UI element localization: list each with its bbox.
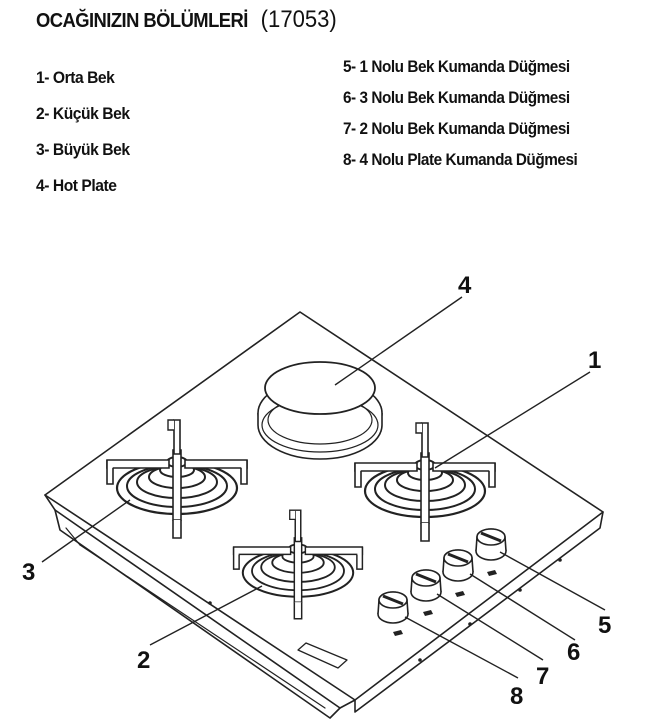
legend-item-4: 4- Hot Plate <box>36 176 117 195</box>
legend-item-1: 1- Orta Bek <box>36 68 115 87</box>
knob-2 <box>441 548 475 583</box>
legend-knobs: 5- 1 Nolu Bek Kumanda Düğmesi 6- 3 Nolu … <box>343 51 578 175</box>
callout-8: 8 <box>510 683 523 710</box>
leader-2 <box>149 585 263 646</box>
model-code: (17053) <box>260 6 337 33</box>
callout-6: 6 <box>567 639 580 666</box>
small-burner <box>232 509 364 620</box>
callout-2: 2 <box>137 647 150 674</box>
knob-4 <box>376 590 410 625</box>
callout-3: 3 <box>22 559 35 586</box>
leader-1 <box>434 371 591 469</box>
knob-1 <box>474 527 508 562</box>
large-burner <box>105 418 249 540</box>
legend-item-2: 2- Küçük Bek <box>36 104 130 123</box>
hob-front-edge <box>44 494 356 709</box>
knob-3 <box>409 568 443 603</box>
legend-item-5: 5- 1 Nolu Bek Kumanda Düğmesi <box>343 57 570 76</box>
leader-3 <box>41 499 131 563</box>
diagram-title: OCAĞINIZIN BÖLÜMLERİ (17053) <box>36 6 337 34</box>
legend-item-6: 6- 3 Nolu Bek Kumanda Düğmesi <box>343 88 570 107</box>
legend-item-3: 3- Büyük Bek <box>36 140 130 159</box>
legend-item-8: 8- 4 Nolu Plate Kumanda Düğmesi <box>343 150 578 169</box>
leader-5 <box>499 551 606 611</box>
legend-burners: 1- Orta Bek 2- Küçük Bek 3- Büyük Bek 4-… <box>36 60 130 204</box>
legend-item-7: 7- 2 Nolu Bek Kumanda Düğmesi <box>343 119 570 138</box>
rating-slot <box>297 642 348 669</box>
title-text: OCAĞINIZIN BÖLÜMLERİ <box>36 10 248 32</box>
leader-7 <box>436 593 544 661</box>
callout-4: 4 <box>458 272 472 299</box>
leader-8 <box>404 616 519 679</box>
hot-plate <box>257 361 383 460</box>
callout-1: 1 <box>588 347 601 374</box>
callout-5: 5 <box>598 612 611 639</box>
leader-6 <box>469 573 576 641</box>
leader-4 <box>334 296 463 386</box>
callout-7: 7 <box>536 663 549 690</box>
